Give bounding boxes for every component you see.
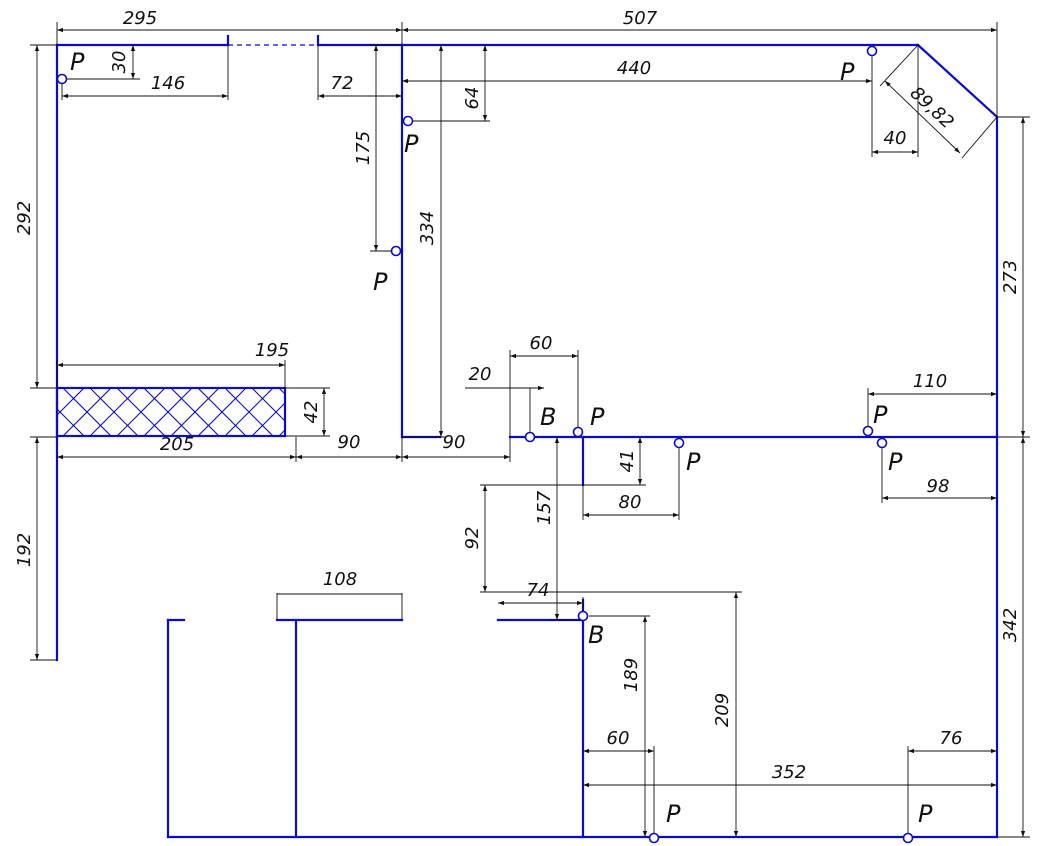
hatch-line bbox=[143, 388, 193, 436]
hatch-line bbox=[89, 388, 139, 436]
point-labels: P P P P B P P P P B P P bbox=[70, 48, 933, 828]
label-p: P bbox=[686, 448, 701, 476]
hatched-counter bbox=[55, 386, 287, 438]
point-marker bbox=[390, 245, 402, 257]
label-p: P bbox=[840, 58, 855, 86]
hatch-line bbox=[57, 435, 58, 436]
dim-334: 334 bbox=[417, 211, 438, 245]
dimension-lines bbox=[30, 22, 1030, 838]
point-marker bbox=[402, 115, 414, 127]
dim-90-left: 90 bbox=[338, 432, 361, 453]
label-p: P bbox=[373, 268, 388, 296]
label-p: P bbox=[404, 130, 419, 158]
dim-110: 110 bbox=[913, 371, 947, 392]
dimension-text: 295 507 292 192 30 146 72 175 334 64 440… bbox=[14, 8, 1021, 783]
point-marker bbox=[866, 45, 878, 57]
dim-295: 295 bbox=[123, 8, 157, 29]
dim-42: 42 bbox=[301, 401, 322, 424]
hatch-line bbox=[251, 402, 285, 436]
label-p: P bbox=[590, 403, 605, 431]
dim-108: 108 bbox=[323, 569, 357, 590]
point-marker bbox=[902, 832, 914, 844]
hatch-line bbox=[224, 388, 274, 436]
dim-92: 92 bbox=[462, 527, 483, 550]
dim-273: 273 bbox=[1000, 260, 1021, 294]
point-marker bbox=[876, 437, 888, 449]
dim-64: 64 bbox=[462, 87, 483, 110]
points bbox=[56, 45, 914, 844]
hatch-line bbox=[170, 388, 220, 436]
label-b: B bbox=[588, 621, 604, 649]
dim-98: 98 bbox=[927, 476, 950, 497]
dim-30: 30 bbox=[109, 51, 130, 74]
label-p: P bbox=[873, 401, 888, 429]
label-p: P bbox=[666, 800, 681, 828]
hatch-line bbox=[116, 388, 166, 436]
point-marker bbox=[673, 437, 685, 449]
dim-209: 209 bbox=[712, 693, 733, 727]
dim-41: 41 bbox=[617, 450, 638, 473]
hatch-line bbox=[57, 388, 85, 416]
dim-195: 195 bbox=[255, 340, 289, 361]
point-marker bbox=[648, 832, 660, 844]
point-marker bbox=[572, 426, 584, 438]
dim-292: 292 bbox=[14, 201, 35, 235]
point-marker bbox=[56, 73, 68, 85]
point-marker bbox=[577, 610, 589, 622]
dim-189: 189 bbox=[621, 658, 642, 692]
point-marker bbox=[862, 425, 874, 437]
dim-72: 72 bbox=[331, 73, 354, 94]
dim-80: 80 bbox=[619, 492, 642, 513]
dim-60-top: 60 bbox=[530, 333, 553, 354]
dim-157: 157 bbox=[534, 490, 555, 525]
label-p: P bbox=[70, 48, 85, 76]
dim-60-bottom: 60 bbox=[607, 728, 630, 749]
dim-342: 342 bbox=[1000, 608, 1021, 642]
dim-76: 76 bbox=[940, 728, 963, 749]
dim-507: 507 bbox=[623, 8, 658, 29]
dim-440: 440 bbox=[617, 58, 651, 79]
dim-175: 175 bbox=[353, 131, 374, 165]
label-p: P bbox=[888, 448, 903, 476]
label-b: B bbox=[540, 403, 556, 431]
dim-146: 146 bbox=[151, 73, 185, 94]
hatch-line bbox=[62, 388, 112, 436]
dim-74: 74 bbox=[527, 580, 550, 601]
hatched-counter-outline bbox=[55, 386, 287, 438]
dim-40: 40 bbox=[884, 128, 907, 149]
dim-192: 192 bbox=[14, 533, 35, 567]
dim-20: 20 bbox=[469, 364, 492, 385]
hatch-line bbox=[57, 388, 58, 389]
label-p: P bbox=[918, 800, 933, 828]
dim-90-right: 90 bbox=[443, 432, 466, 453]
hatch-line bbox=[197, 388, 247, 436]
dim-line-diagonal bbox=[884, 80, 961, 154]
dim-205: 205 bbox=[160, 434, 194, 455]
dim-352: 352 bbox=[772, 762, 806, 783]
point-marker bbox=[524, 431, 536, 443]
